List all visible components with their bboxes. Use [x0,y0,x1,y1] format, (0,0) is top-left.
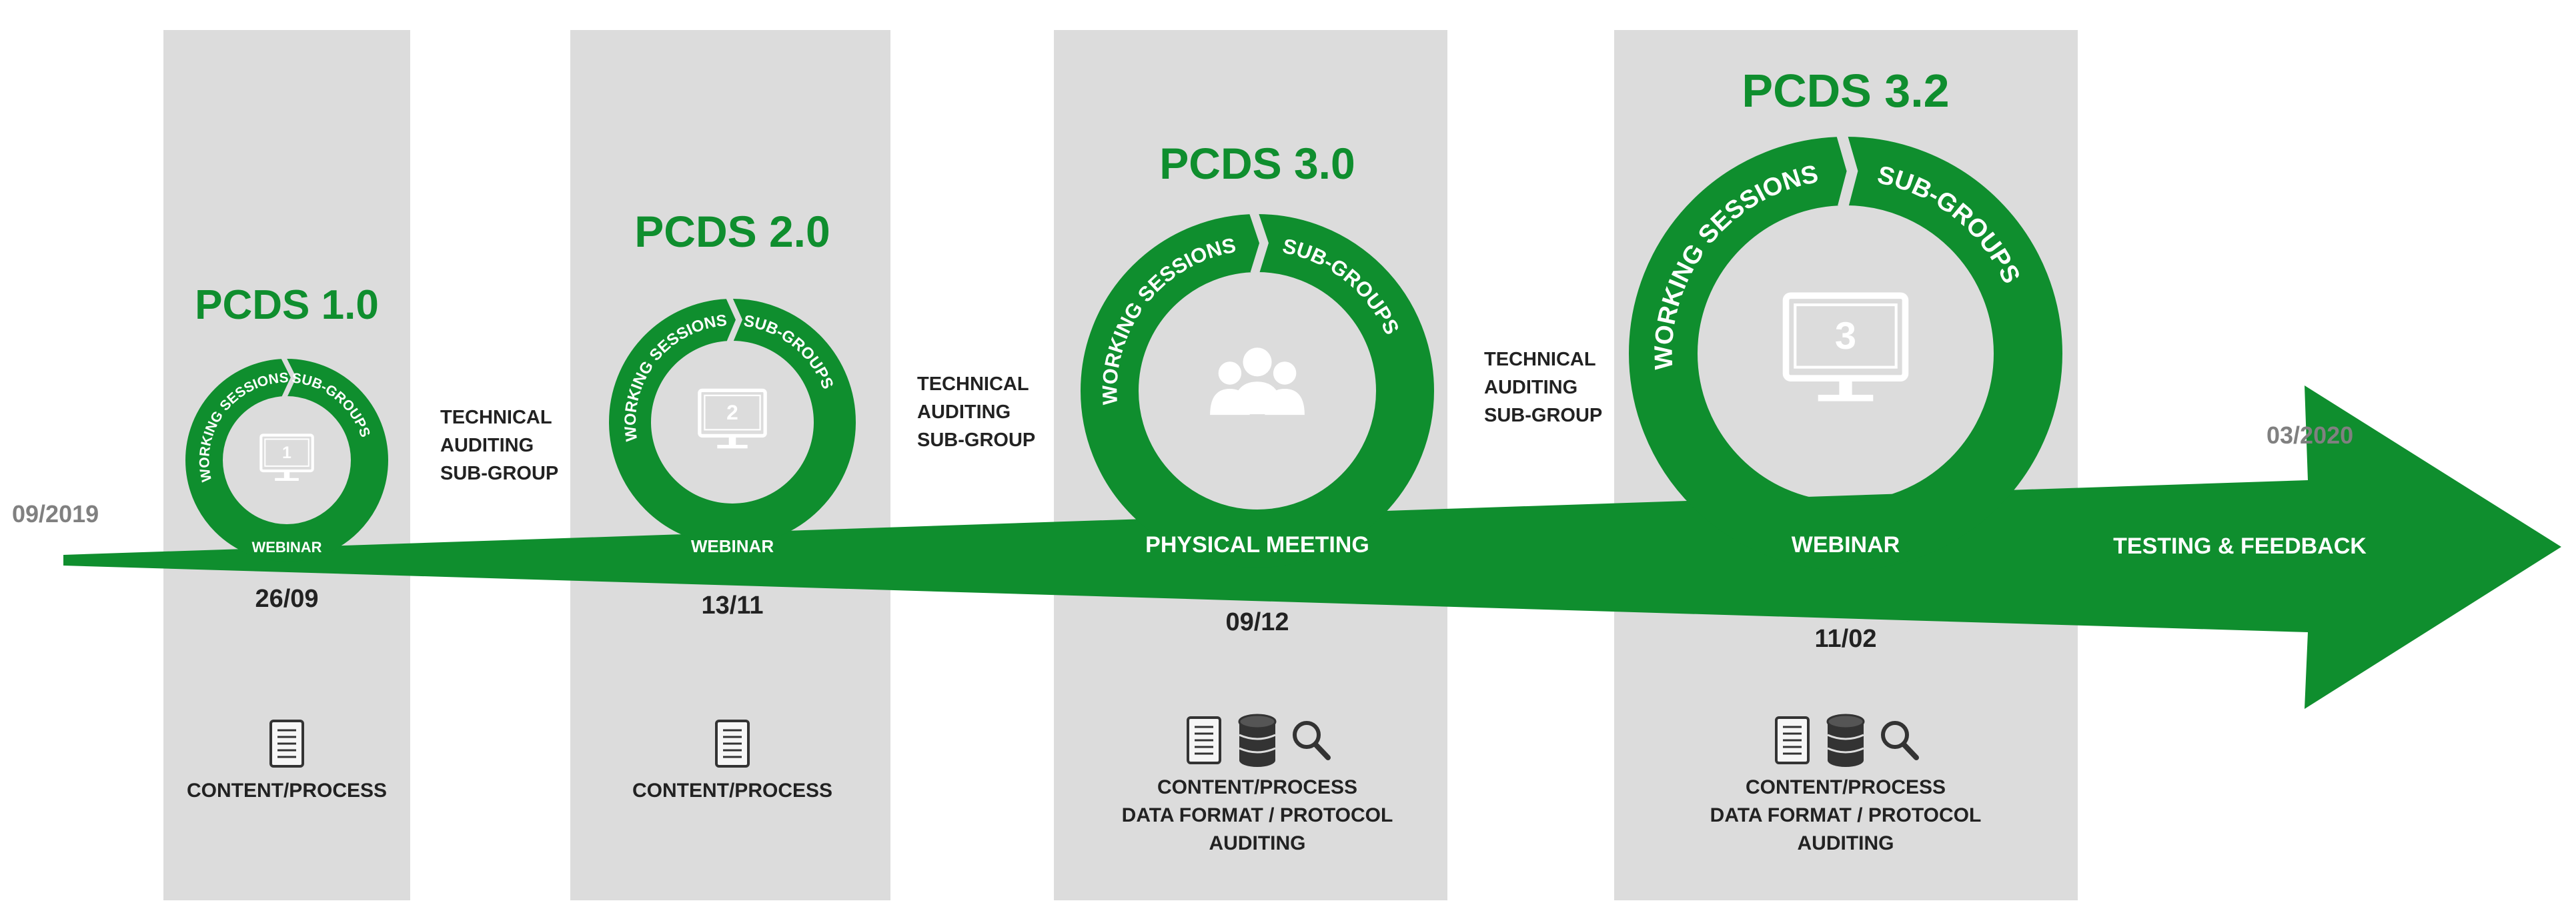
deliverable-label: AUDITING [1209,832,1306,854]
document-icon [269,720,304,768]
phase-number: 2 [726,400,738,424]
cycle-ring [185,359,388,562]
deliverable-label: CONTENT/PROCESS [1157,776,1357,798]
deliverable-label: AUDITING [1798,832,1894,854]
phase-date: 26/09 [255,585,318,613]
database-icon [1238,714,1277,767]
phase-title: PCDS 3.2 [1742,65,1949,117]
meeting-type-label: PHYSICAL MEETING [1145,532,1369,558]
phase-number: 1 [282,443,291,462]
phase-number: 3 [1835,315,1856,357]
database-icon [1826,714,1865,767]
cycle-ring [1081,214,1434,568]
between-label-line: SUB-GROUP [1484,405,1602,426]
technical-auditing-label: TECHNICAL AUDITING SUB-GROUP [440,407,558,484]
document-icon [1187,716,1221,764]
phase-title: PCDS 2.0 [634,207,830,256]
monitor-icon: 2 [698,388,767,449]
between-labels: TECHNICAL AUDITING SUB-GROUP TECHNICAL AUDIT… [440,349,1602,484]
meeting-type-label: WEBINAR [691,536,774,556]
meeting-type-label: WEBINAR [1792,532,1900,558]
document-icon [1775,716,1810,764]
between-label-line: AUDITING [917,401,1011,423]
phase-title: PCDS 3.0 [1159,139,1355,188]
monitor-icon: 1 [259,433,314,481]
between-label-line: TECHNICAL [917,373,1029,395]
magnifier-icon [1293,721,1331,760]
deliverable-label: DATA FORMAT / PROTOCOL [1122,804,1393,826]
between-label-line: AUDITING [1484,377,1577,398]
meeting-type-label: WEBINAR [251,539,321,556]
between-label-line: SUB-GROUP [440,463,558,484]
people-icon [1210,347,1305,415]
between-label-line: AUDITING [440,435,534,456]
start-date-label: 09/2019 [12,500,99,528]
deliverable-label: CONTENT/PROCESS [632,780,832,802]
phase-date: 13/11 [702,592,764,620]
deliverable-label: CONTENT/PROCESS [187,780,387,802]
between-label-line: SUB-GROUP [917,429,1035,451]
phase-title: PCDS 1.0 [195,282,379,328]
deliverable-label: CONTENT/PROCESS [1746,776,1946,798]
cycle-ring [609,299,856,546]
end-date-label: 03/2020 [2267,421,2353,449]
phase-date: 09/12 [1225,608,1289,636]
cycle-ring [1629,137,2062,570]
between-label-line: TECHNICAL [1484,349,1596,370]
between-label-line: TECHNICAL [440,407,552,428]
phase-date: 11/02 [1815,625,1877,653]
magnifier-icon [1881,721,1919,760]
technical-auditing-label: TECHNICAL AUDITING SUB-GROUP [917,373,1035,451]
deliverable-label: DATA FORMAT / PROTOCOL [1710,804,1982,826]
monitor-icon: 3 [1782,292,1909,401]
testing-feedback-label: TESTING & FEEDBACK [2113,534,2367,559]
technical-auditing-label: TECHNICAL AUDITING SUB-GROUP [1484,349,1602,426]
document-icon [715,720,750,768]
